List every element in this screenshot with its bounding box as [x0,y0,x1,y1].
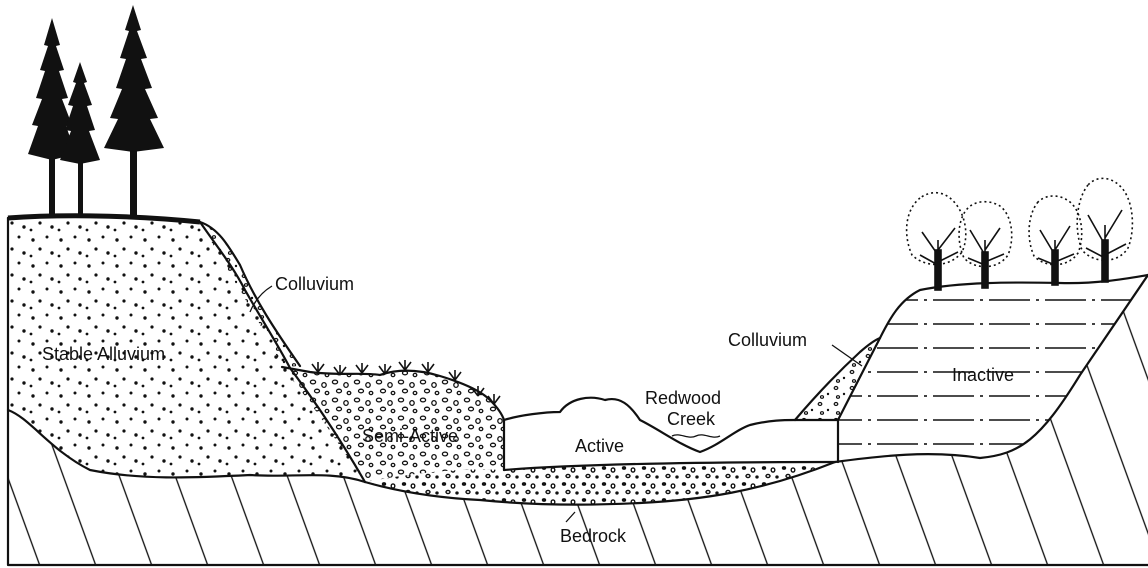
label-bedrock: Bedrock [560,526,627,546]
creek-water [672,435,720,437]
label-colluvium-left: Colluvium [275,274,354,294]
deciduous-tree-icon [959,202,1012,288]
label-active: Active [575,436,624,456]
label-stable-alluvium: Stable Alluvium [42,344,165,364]
label-redwood-creek-line1: Redwood [645,388,721,408]
deciduous-tree-icon [1077,178,1132,282]
label-semi-active: Semi-Active [362,426,458,446]
conifer-tree-icon [28,18,76,216]
deciduous-tree-icon [1029,196,1082,285]
label-colluvium-right: Colluvium [728,330,807,350]
deciduous-tree-icon [907,193,966,290]
conifer-tree-icon [104,5,164,217]
label-redwood-creek-line2: Creek [667,409,716,429]
label-inactive: Inactive [952,365,1014,385]
